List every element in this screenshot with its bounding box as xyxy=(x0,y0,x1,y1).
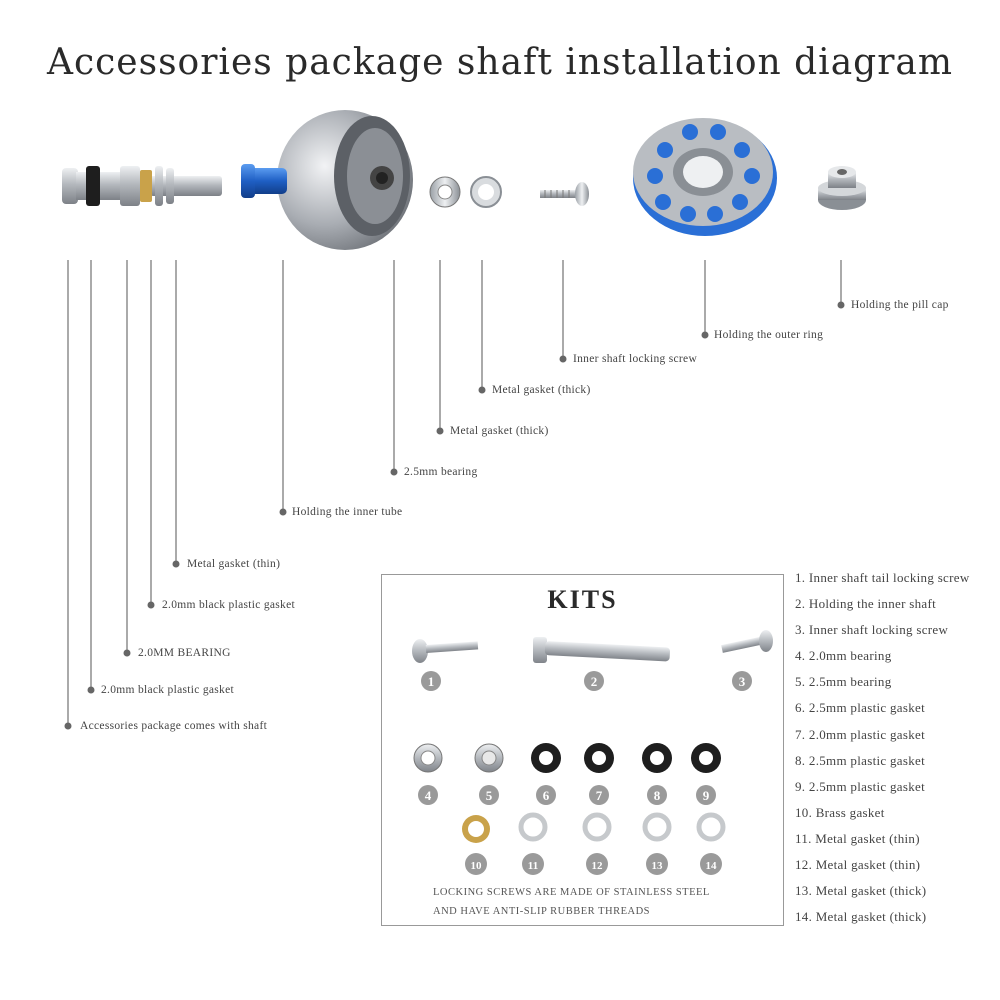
kits-title: KITS xyxy=(547,585,618,614)
kit-list-item: 13. Metal gasket (thick) xyxy=(795,883,927,899)
outer-ring-part xyxy=(633,118,777,236)
leader-dots xyxy=(64,301,845,730)
callout-black-plastic-gasket-1: 2.0mm black plastic gasket xyxy=(101,684,234,696)
shaft-assembly xyxy=(62,166,222,206)
kit-number-12: 12 xyxy=(592,860,604,872)
kit-number-11: 11 xyxy=(528,860,538,872)
kit-shaft-2 xyxy=(533,637,670,663)
kit-list-item: 12. Metal gasket (thin) xyxy=(795,857,921,873)
callout-metal-gasket-thin: Metal gasket (thin) xyxy=(187,558,281,570)
kit-list: 1. Inner shaft tail locking screw 2. Hol… xyxy=(795,570,970,935)
callout-metal-gasket-thick-1: Metal gasket (thick) xyxy=(450,425,549,437)
kit-list-item: 1. Inner shaft tail locking screw xyxy=(795,570,970,585)
kit-list-item: 7. 2.0mm plastic gasket xyxy=(795,726,926,742)
kit-number-badges xyxy=(418,671,752,875)
kit-list-item: 4. 2.0mm bearing xyxy=(795,648,892,664)
callout-bearing-2mm: 2.0MM BEARING xyxy=(138,647,231,659)
callout-metal-gasket-thick-2: Metal gasket (thick) xyxy=(492,384,591,396)
kit-list-item: 11. Metal gasket (thin) xyxy=(795,830,920,846)
callout-pill-cap: Holding the pill cap xyxy=(851,299,949,311)
kit-number-4: 4 xyxy=(425,788,432,803)
kit-list-item: 9. 2.5mm plastic gasket xyxy=(795,778,926,794)
kit-metal-gaskets xyxy=(518,812,726,842)
kit-number-3: 3 xyxy=(739,674,746,689)
kit-brass-gasket-10 xyxy=(462,815,490,843)
callout-black-plastic-gasket-2: 2.0mm black plastic gasket xyxy=(162,599,295,611)
kit-number-13: 13 xyxy=(652,860,664,872)
kit-number-6: 6 xyxy=(543,788,550,803)
kit-bearing-5 xyxy=(474,743,504,773)
kits-note-line-1: LOCKING SCREWS ARE MADE OF STAINLESS STE… xyxy=(433,887,710,898)
kit-number-2: 2 xyxy=(591,674,598,689)
pill-cap-part xyxy=(818,166,866,210)
bearing-2-5mm-part xyxy=(429,176,461,208)
kit-number-8: 8 xyxy=(654,788,661,803)
callout-outer-ring: Holding the outer ring xyxy=(714,329,824,341)
kit-screw-1 xyxy=(412,639,479,663)
kit-list-item: 5. 2.5mm bearing xyxy=(795,674,892,690)
kit-list-item: 3. Inner shaft locking screw xyxy=(795,622,949,638)
kit-number-14: 14 xyxy=(706,860,718,872)
locking-screw-part xyxy=(540,182,589,206)
kit-screw-3 xyxy=(721,630,773,653)
kit-list-item: 2. Holding the inner shaft xyxy=(795,596,937,612)
knob-inner-tube xyxy=(241,110,413,250)
leader-lines xyxy=(67,260,842,726)
kits-illustration: 1 2 3 4 5 6 7 8 9 10 11 12 13 14 xyxy=(412,630,773,875)
kit-number-1: 1 xyxy=(428,674,435,689)
kit-number-7: 7 xyxy=(596,788,603,803)
kit-bearing-4 xyxy=(413,743,443,773)
callout-inner-tube: Holding the inner tube xyxy=(292,506,403,518)
kits-panel: 1 2 3 4 5 6 7 8 9 10 11 12 13 14 KITS LO… xyxy=(381,574,784,926)
kits-note-line-2: AND HAVE ANTI-SLIP RUBBER THREADS xyxy=(433,906,650,917)
callout-shaft-package: Accessories package comes with shaft xyxy=(80,720,268,732)
kit-list-item: 8. 2.5mm plastic gasket xyxy=(795,752,926,768)
callout-bearing-2-5mm: 2.5mm bearing xyxy=(404,466,478,478)
kit-list-item: 10. Brass gasket xyxy=(795,804,885,820)
kit-number-10: 10 xyxy=(471,860,483,872)
metal-gasket-part xyxy=(470,176,502,208)
kit-list-item: 6. 2.5mm plastic gasket xyxy=(795,700,926,716)
kit-number-5: 5 xyxy=(486,788,493,803)
callout-inner-shaft-locking-screw: Inner shaft locking screw xyxy=(573,353,698,365)
kit-black-gaskets xyxy=(531,743,721,773)
kit-list-item: 14. Metal gasket (thick) xyxy=(795,909,927,925)
kit-number-9: 9 xyxy=(703,788,710,803)
page-title: Accessories package shaft installation d… xyxy=(46,42,954,83)
